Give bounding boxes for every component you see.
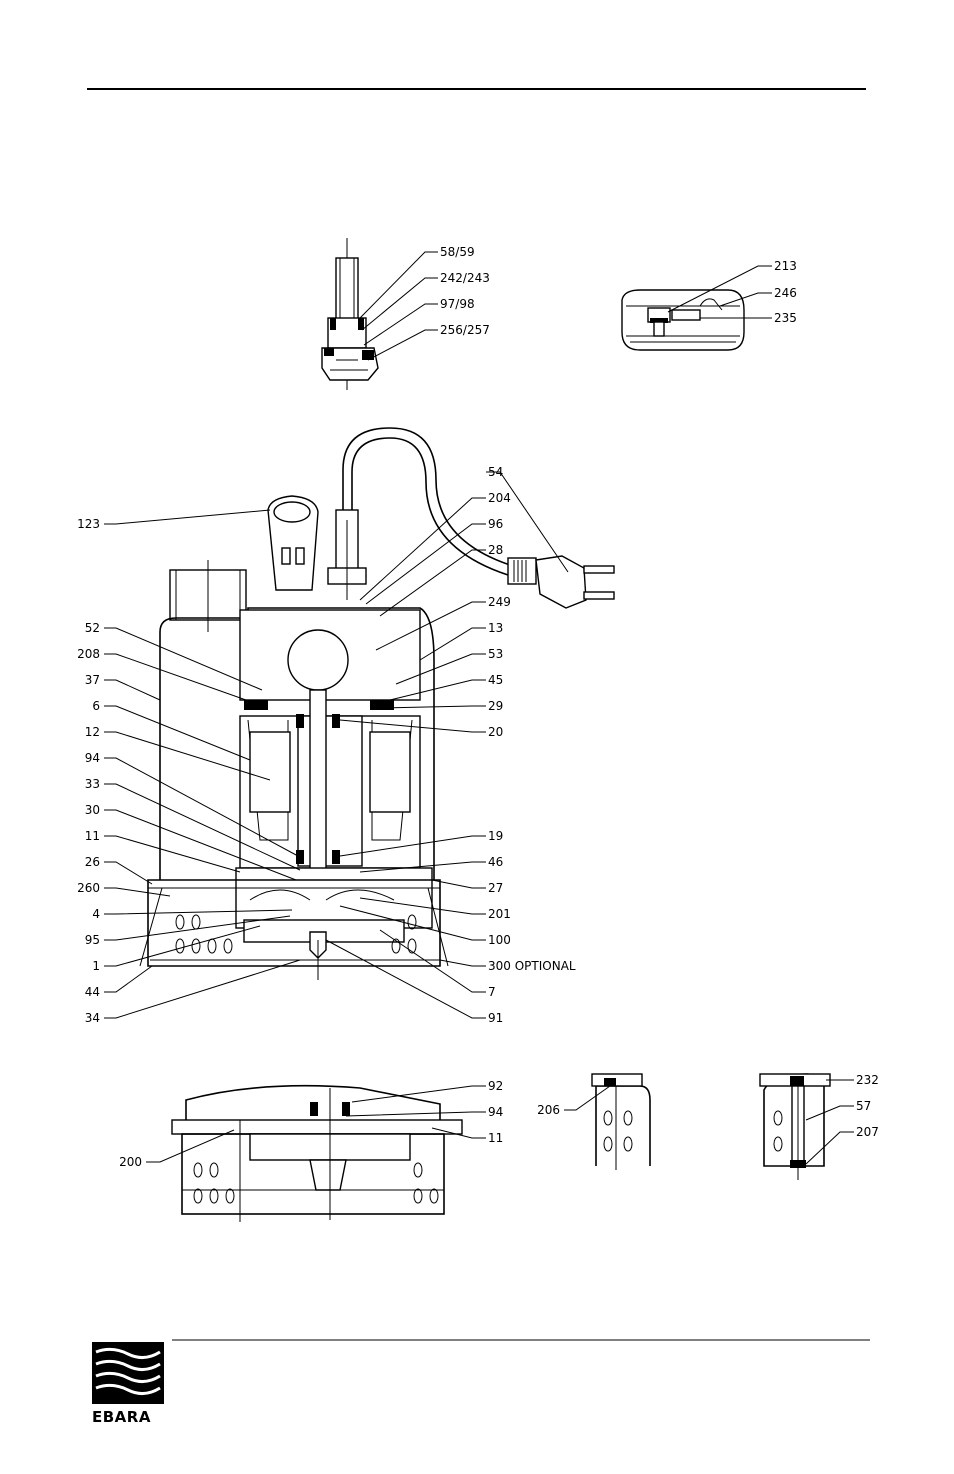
part-label: 94 <box>85 751 100 765</box>
part-labels: 58/59 242/243 97/98 256/257 213 246 235 123 52 20… <box>77 245 879 1169</box>
part-label: 200 <box>119 1155 142 1169</box>
part-label: 30 <box>85 803 100 817</box>
part-label: 33 <box>85 777 100 791</box>
ebara-logo: EBARA <box>92 1342 164 1426</box>
part-label: 91 <box>488 1011 503 1025</box>
part-label: 7 <box>488 985 496 999</box>
part-label: 58/59 <box>440 245 475 259</box>
part-label: 54 <box>488 465 503 479</box>
part-label: 97/98 <box>440 297 475 311</box>
base-variant-detail <box>146 1086 486 1222</box>
part-label: 20 <box>488 725 503 739</box>
part-label: 207 <box>856 1125 879 1139</box>
part-label: 94 <box>488 1105 503 1119</box>
part-label: 6 <box>92 699 100 713</box>
part-label: 208 <box>77 647 100 661</box>
part-label: 100 <box>488 933 511 947</box>
part-label: 232 <box>856 1073 879 1087</box>
part-label: 260 <box>77 881 100 895</box>
part-label: 201 <box>488 907 511 921</box>
part-label: 12 <box>85 725 100 739</box>
part-label: 57 <box>856 1099 871 1113</box>
part-label: 37 <box>85 673 100 687</box>
brand-name: EBARA <box>92 1408 151 1426</box>
pump-main-view <box>104 428 614 1018</box>
foot-detail-206 <box>564 1074 650 1170</box>
part-label: 249 <box>488 595 511 609</box>
part-label: 256/257 <box>440 323 490 337</box>
part-label: 1 <box>92 959 100 973</box>
part-label: 235 <box>774 311 797 325</box>
part-label: 92 <box>488 1079 503 1093</box>
part-label: 11 <box>85 829 100 843</box>
part-label: 123 <box>77 517 100 531</box>
part-label: 95 <box>85 933 100 947</box>
foot-detail-232 <box>760 1074 854 1180</box>
part-label: 11 <box>488 1131 503 1145</box>
part-label: 29 <box>488 699 503 713</box>
cable-gland-detail <box>322 238 438 390</box>
part-label: 26 <box>85 855 100 869</box>
part-label: 27 <box>488 881 503 895</box>
part-label: 204 <box>488 491 511 505</box>
part-label: 53 <box>488 647 503 661</box>
part-label: 96 <box>488 517 503 531</box>
part-label: 246 <box>774 286 797 300</box>
part-label: 242/243 <box>440 271 490 285</box>
terminal-detail <box>622 266 772 350</box>
part-label: 300 OPTIONAL <box>488 959 576 973</box>
part-label: 34 <box>85 1011 100 1025</box>
part-label: 13 <box>488 621 503 635</box>
part-label: 4 <box>92 907 100 921</box>
part-label: 213 <box>774 259 797 273</box>
part-label: 19 <box>488 829 503 843</box>
part-label: 46 <box>488 855 503 869</box>
part-label: 206 <box>537 1103 560 1117</box>
part-label: 28 <box>488 543 503 557</box>
power-plug <box>508 556 614 608</box>
part-label: 45 <box>488 673 503 687</box>
part-label: 52 <box>85 621 100 635</box>
part-label: 44 <box>85 985 100 999</box>
